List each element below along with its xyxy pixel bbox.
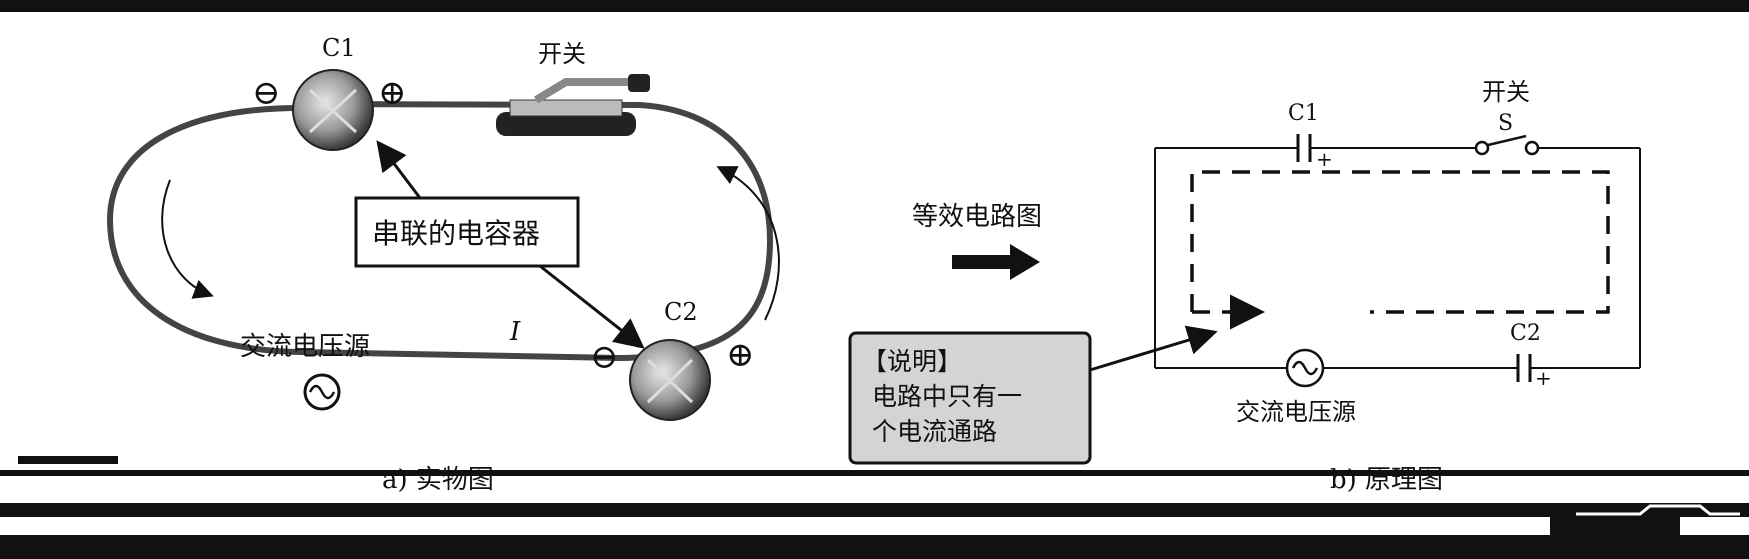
cap1-label: C1 [322, 34, 356, 62]
schematic-circuit: C1 + 开关 S 交流电压源 C2 + 【说明】 电路中只有一 个电流通路 [848, 78, 1641, 495]
switch-icon [496, 74, 650, 136]
current-path-dashed [1190, 170, 1610, 314]
ac-source-icon [303, 373, 341, 411]
c1-plus-sign: + [1316, 147, 1333, 171]
caption-b: b) 原理图 [1330, 465, 1443, 495]
equivalent-label: 等效电路图 [912, 202, 1042, 232]
bottom-line [0, 470, 1749, 476]
callout-arrow-c1 [376, 140, 422, 199]
c2-plus-sign: + [1535, 366, 1552, 390]
schem-source-label: 交流电压源 [1236, 398, 1356, 426]
caption-a: a) 实物图 [382, 465, 494, 495]
source-label: 交流电压源 [240, 332, 370, 362]
capacitor-c1 [292, 69, 374, 151]
note-line-2: 个电流通路 [872, 417, 997, 446]
current-label: I [509, 317, 521, 347]
physical-circuit: C1 ⊖ ⊕ 开关 串联的电容器 C2 ⊖ ⊕ 交流电压源 I a) [106, 34, 780, 495]
note-arrow [1089, 325, 1218, 372]
c2-symbol-icon [1516, 354, 1532, 382]
callout-box [354, 196, 580, 268]
decoration-icon [1550, 504, 1740, 559]
flow-arrow-right [716, 166, 780, 321]
capacitor-c2 [629, 339, 711, 421]
cap1-minus-icon: ⊖ [252, 73, 281, 113]
cap2-label: C2 [664, 298, 698, 326]
wire-loop [106, 101, 774, 362]
bottom-border [0, 503, 1749, 517]
cap1-plus-icon: ⊕ [378, 73, 407, 113]
schem-ac-source-icon [1285, 348, 1325, 388]
callout-text: 串联的电容器 [372, 217, 540, 250]
switch-label: 开关 [538, 40, 586, 68]
callout-arrow-c2 [539, 264, 645, 349]
cap2-plus-icon: ⊕ [726, 335, 755, 375]
schem-switch-symbol: S [1498, 111, 1513, 136]
top-border [0, 0, 1749, 12]
note-title: 【说明】 [862, 347, 962, 376]
schem-c2-label: C2 [1510, 321, 1541, 346]
schem-c1-label: C1 [1288, 101, 1319, 126]
note-box [848, 331, 1092, 465]
bottom-left-bar [18, 456, 118, 464]
c1-symbol-icon [1296, 134, 1312, 162]
note-line-1: 电路中只有一 [872, 382, 1022, 411]
big-right-arrow-icon [952, 244, 1040, 280]
bottom-border-2 [0, 535, 1749, 559]
flow-arrow-left [161, 179, 214, 299]
cap2-minus-icon: ⊖ [590, 337, 619, 377]
schem-switch-label: 开关 [1482, 78, 1530, 106]
switch-symbol-icon [1474, 134, 1540, 156]
